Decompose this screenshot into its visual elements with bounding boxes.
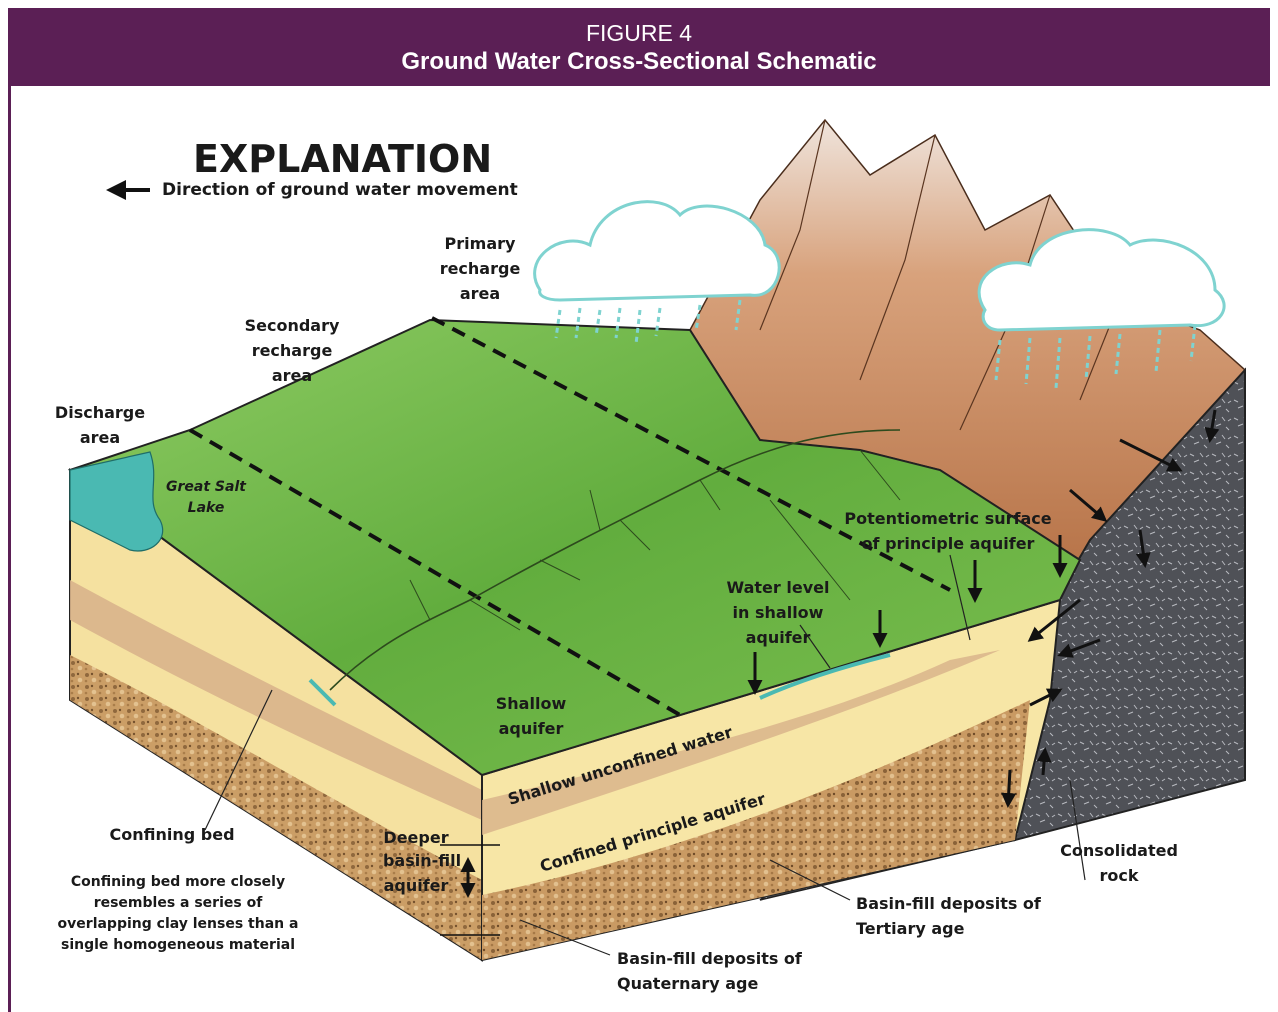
figure-header: FIGURE 4 Ground Water Cross-Sectional Sc… xyxy=(8,8,1270,86)
label-shallow-aquifer-2: aquifer xyxy=(499,719,564,738)
label-water-level-1: Water level xyxy=(727,578,830,597)
label-potentiometric-1: Potentiometric surface xyxy=(844,509,1051,528)
label-deeper-basin-fill-2: basin-fill xyxy=(383,851,461,870)
rain-cloud-left xyxy=(533,200,781,345)
legend-arrow-text: Direction of ground water movement xyxy=(162,180,518,200)
secondary-recharge-boundary xyxy=(188,428,682,717)
label-deeper-basin-fill-3: aquifer xyxy=(384,876,449,895)
label-deeper-basin-fill-1: Deeper xyxy=(383,828,448,847)
label-consolidated-rock-1: Consolidated xyxy=(1060,841,1178,860)
label-discharge-2: area xyxy=(80,428,120,447)
label-potentiometric-2: of principle aquifer xyxy=(862,534,1035,553)
label-confining-bed: Confining bed xyxy=(109,825,234,844)
label-quaternary-2: Quaternary age xyxy=(617,974,759,993)
legend-heading: EXPLANATION xyxy=(193,137,492,181)
primary-recharge-boundary xyxy=(431,316,951,592)
rain-cloud-right xyxy=(977,228,1226,389)
flow-arrows xyxy=(460,409,1220,898)
figure-title: Ground Water Cross-Sectional Schematic xyxy=(401,48,877,75)
great-salt-lake xyxy=(69,451,164,552)
label-primary-recharge-1: Primary xyxy=(445,234,516,253)
label-secondary-recharge-1: Secondary xyxy=(245,316,340,335)
label-shallow-aquifer-1: Shallow xyxy=(496,694,567,713)
figure-frame xyxy=(8,8,1270,1012)
label-great-salt-lake-2: Lake xyxy=(188,500,225,516)
label-secondary-recharge-2: recharge xyxy=(252,341,333,360)
label-water-level-2: in shallow xyxy=(733,603,824,622)
label-confining-note-2: resembles a series of xyxy=(94,895,264,911)
label-primary-recharge-2: recharge xyxy=(440,259,521,278)
label-consolidated-rock-2: rock xyxy=(1099,866,1138,885)
label-primary-recharge-3: area xyxy=(460,284,500,303)
label-tertiary-2: Tertiary age xyxy=(856,919,965,938)
label-quaternary-1: Basin-fill deposits of xyxy=(617,949,803,968)
label-water-level-3: aquifer xyxy=(746,628,811,647)
label-confining-note-3: overlapping clay lenses than a xyxy=(58,916,299,932)
label-discharge-1: Discharge xyxy=(55,403,145,422)
leader-lines xyxy=(204,554,1086,956)
label-great-salt-lake-1: Great Salt xyxy=(166,479,247,495)
label-confining-note-1: Confining bed more closely xyxy=(71,874,285,890)
figure-number: FIGURE 4 xyxy=(585,20,693,46)
label-secondary-recharge-3: area xyxy=(272,366,312,385)
label-tertiary-1: Basin-fill deposits of xyxy=(856,894,1042,913)
label-confining-note-4: single homogeneous material xyxy=(61,937,295,953)
